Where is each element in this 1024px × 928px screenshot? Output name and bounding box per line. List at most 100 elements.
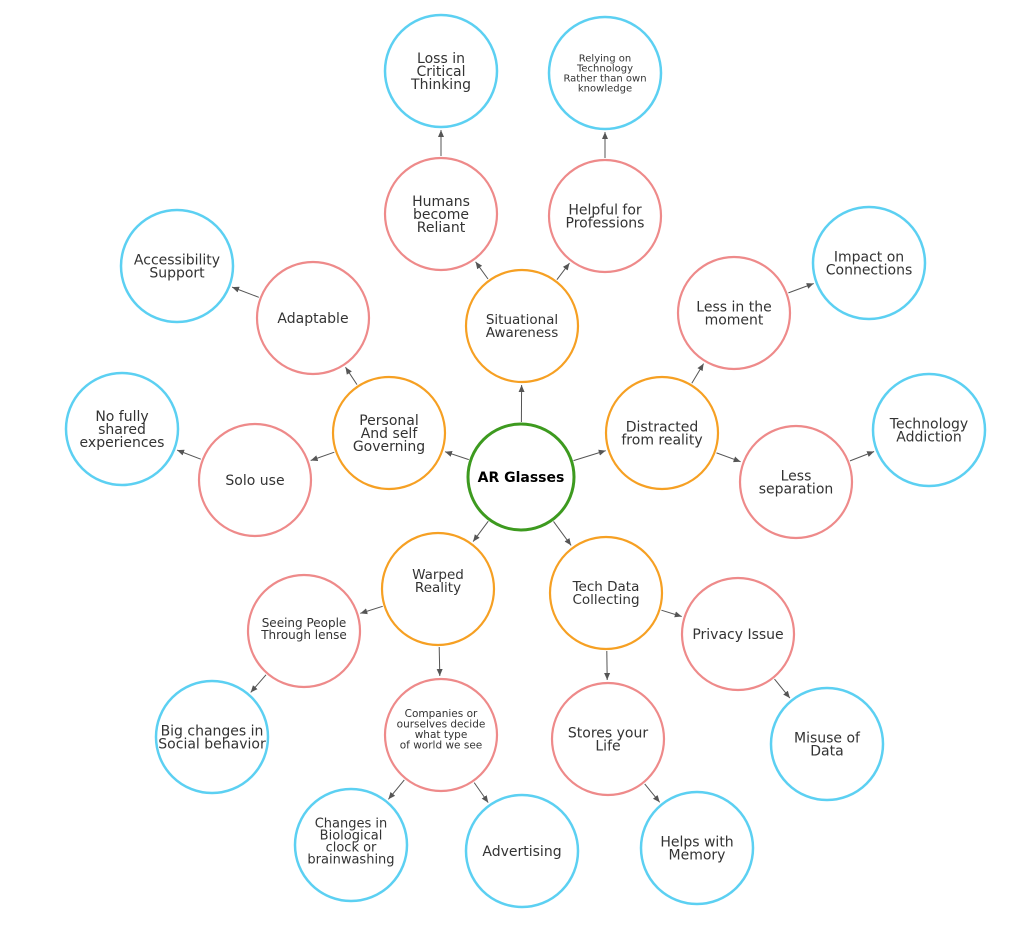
edge-tech-data-collecting-to-privacy-issue xyxy=(661,609,682,618)
node-circle-changes-biological-clock xyxy=(293,787,409,903)
node-circle-advertising xyxy=(464,793,580,909)
node-label-line: brainwashing xyxy=(307,853,394,868)
node-circle-solo-use xyxy=(197,422,313,538)
edge-distracted-from-reality-to-less-in-the-moment xyxy=(691,363,705,384)
node-circle-less-in-the-moment xyxy=(676,255,792,371)
node-label-line: Through lense xyxy=(260,628,347,642)
node-circle-big-changes-social-behavior xyxy=(154,679,270,795)
edge-warped-reality-to-seeing-people-through-lense xyxy=(360,605,383,615)
edge-ar-glasses-to-distracted-from-reality xyxy=(573,449,606,462)
node-label-line: Collecting xyxy=(572,592,639,608)
edge-ar-glasses-to-warped-reality xyxy=(472,520,489,542)
node-label-line: Humans xyxy=(412,194,470,210)
node-label-line: Technology xyxy=(889,416,968,432)
node-circle-accessibility-support xyxy=(119,208,235,324)
node-label-line: Big changes in xyxy=(161,723,264,739)
node-label-line: Memory xyxy=(669,847,726,863)
node-label-line: of world we see xyxy=(400,739,482,751)
edge-personal-and-self-governing-to-solo-use xyxy=(310,451,335,462)
node-label-line: Impact on xyxy=(834,249,904,265)
node-label-line: Governing xyxy=(353,439,425,455)
node-label-line: Reality xyxy=(415,580,461,596)
node-label-line: moment xyxy=(705,312,764,328)
node-circle-personal-and-self-governing xyxy=(331,375,447,491)
node-circle-no-fully-shared-experiences xyxy=(64,371,180,487)
node-circle-helps-with-memory xyxy=(639,790,755,906)
node-label-line: Warped xyxy=(412,567,464,583)
node-label-line: Accessibility xyxy=(134,252,220,268)
node-label-line: Solo use xyxy=(225,473,284,489)
node-circle-seeing-people-through-lense xyxy=(246,573,362,689)
edge-less-in-the-moment-to-impact-on-connections xyxy=(788,283,814,294)
node-label-line: Connections xyxy=(826,262,913,278)
edge-solo-use-to-no-fully-shared-experiences xyxy=(176,449,201,460)
node-label-line: Tech Data xyxy=(572,579,640,595)
node-label-line: Life xyxy=(595,738,620,754)
node-label-line: Privacy Issue xyxy=(692,627,783,643)
node-label-line: Personal xyxy=(359,413,419,429)
node-label-line: Relying on xyxy=(579,54,631,65)
node-circle-privacy-issue xyxy=(680,576,796,692)
node-label-line: Companies or xyxy=(405,708,478,720)
node-solo-use: Solo use xyxy=(197,422,313,538)
node-label-advertising: Advertising xyxy=(482,844,561,860)
node-label-line: Addiction xyxy=(896,429,962,445)
node-label-line: Reliant xyxy=(417,220,466,236)
node-circle-ar-glasses xyxy=(466,422,576,532)
edge-stores-your-life-to-helps-with-memory xyxy=(644,783,661,803)
node-label-line: Changes in xyxy=(315,817,388,832)
node-label-line: Adaptable xyxy=(277,311,348,327)
edge-ar-glasses-to-personal-and-self-governing xyxy=(444,451,469,461)
node-label-line: shared xyxy=(98,422,146,438)
node-adaptable: Adaptable xyxy=(255,260,371,376)
node-label-line: clock or xyxy=(326,841,377,856)
edge-situational-awareness-to-helpful-for-professions xyxy=(556,262,570,281)
edge-companies-decide-world-to-advertising xyxy=(473,782,489,803)
node-label-line: Data xyxy=(810,743,843,759)
node-circle-humans-become-reliant xyxy=(383,156,499,272)
node-label-line: become xyxy=(413,207,469,223)
node-privacy-issue: Privacy Issue xyxy=(680,576,796,692)
edge-less-separation-to-technology-addiction xyxy=(849,451,875,462)
node-label-line: Awareness xyxy=(486,325,559,341)
edge-privacy-issue-to-misuse-of-data xyxy=(774,678,791,699)
node-label-solo-use: Solo use xyxy=(225,473,284,489)
edge-seeing-people-through-lense-to-big-changes-social-behavior xyxy=(250,674,267,693)
node-circle-companies-decide-world xyxy=(383,677,499,793)
node-label-line: Seeing People xyxy=(262,616,347,630)
node-label-ar-glasses: AR Glasses xyxy=(478,470,565,486)
node-label-line: Advertising xyxy=(482,844,561,860)
node-circle-tech-data-collecting xyxy=(548,535,664,651)
node-label-line: Support xyxy=(149,265,205,281)
node-label-line: Helps with xyxy=(660,834,733,850)
node-label-line: Rather than own xyxy=(563,74,646,85)
